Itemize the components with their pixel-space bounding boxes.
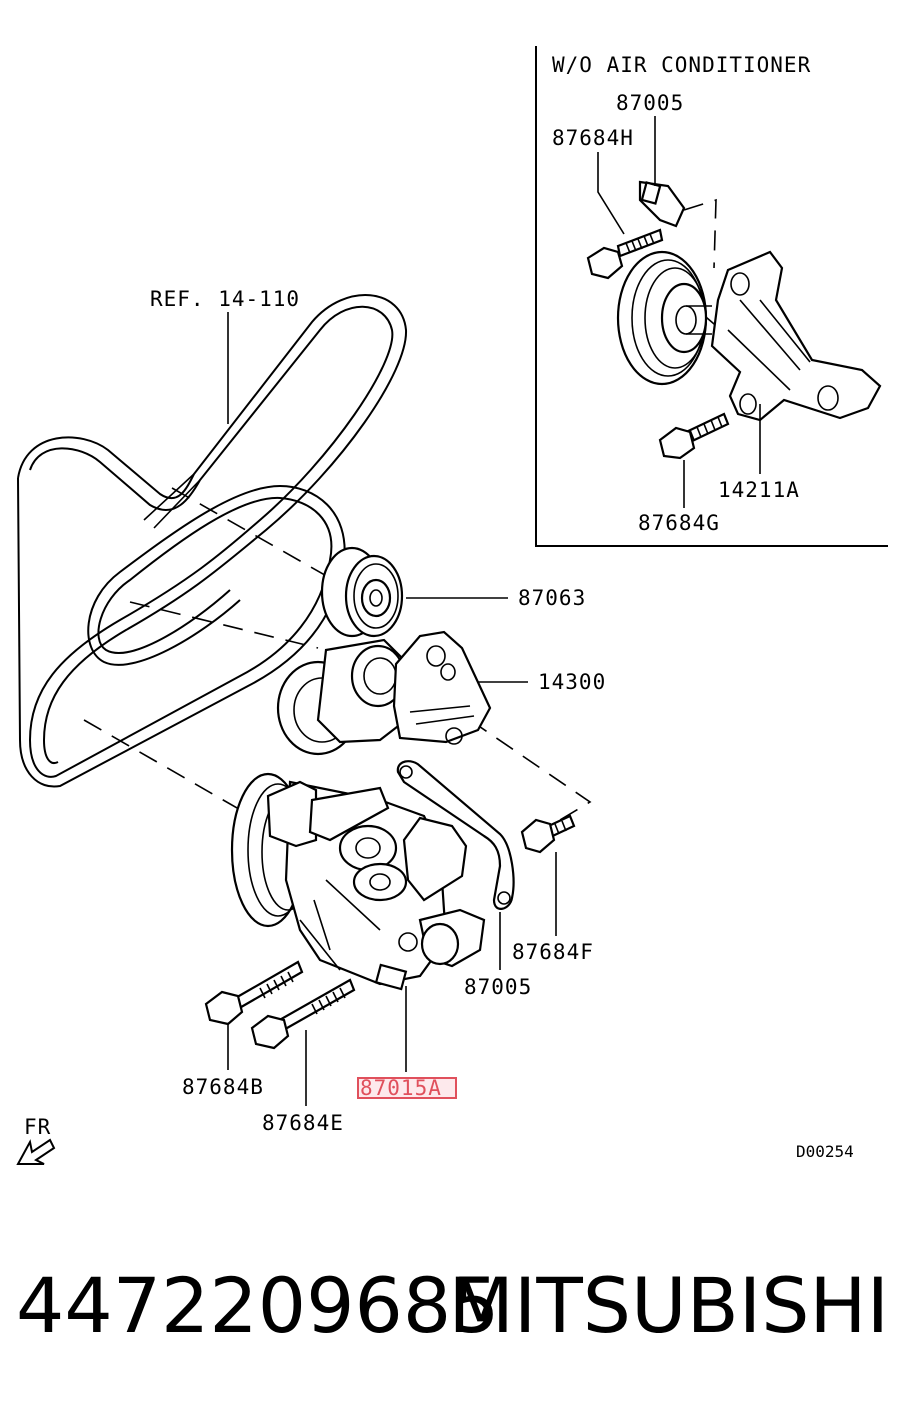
label-ref-14-110[interactable]: REF. 14-110 bbox=[150, 287, 300, 311]
part-number: 4472209685 bbox=[16, 1261, 500, 1350]
bracket-87005-small[interactable] bbox=[638, 180, 686, 228]
idler-pulley-87063[interactable] bbox=[320, 546, 404, 638]
bolt-87684G[interactable] bbox=[658, 412, 730, 460]
bolt-87684E[interactable] bbox=[250, 978, 356, 1050]
direction-label: FR bbox=[24, 1115, 51, 1139]
idler-pulley-inset[interactable] bbox=[616, 250, 712, 386]
label-87684G[interactable]: 87684G bbox=[638, 511, 720, 535]
label-87684E[interactable]: 87684E bbox=[262, 1111, 344, 1135]
highlight-87015A bbox=[357, 1077, 457, 1099]
ac-compressor-87015A[interactable] bbox=[230, 772, 486, 991]
bracket-87005-stay[interactable] bbox=[396, 760, 515, 910]
label-87005-mid[interactable]: 87005 bbox=[464, 975, 532, 999]
label-87684B[interactable]: 87684B bbox=[182, 1075, 264, 1099]
bolt-87684F[interactable] bbox=[520, 814, 576, 854]
label-87015A[interactable]: 87015A bbox=[360, 1076, 442, 1100]
label-87684H[interactable]: 87684H bbox=[552, 126, 634, 150]
drive-belt[interactable] bbox=[17, 294, 408, 788]
label-87063[interactable]: 87063 bbox=[518, 586, 586, 610]
bolt-87684H[interactable] bbox=[586, 228, 664, 280]
bracket-14211A[interactable] bbox=[710, 250, 882, 422]
label-87684F[interactable]: 87684F bbox=[512, 940, 594, 964]
inset-box: W/O AIR CONDITIONER 87005 87684H bbox=[535, 46, 888, 547]
brand-name: MITSUBISHI bbox=[448, 1261, 889, 1350]
front-arrow-icon bbox=[16, 1138, 56, 1165]
bolt-87684B[interactable] bbox=[204, 960, 304, 1026]
label-14300[interactable]: 14300 bbox=[538, 670, 606, 694]
inset-title: W/O AIR CONDITIONER bbox=[552, 53, 811, 77]
label-87005-top[interactable]: 87005 bbox=[616, 91, 684, 115]
belt-tensioner-14300[interactable] bbox=[276, 630, 492, 756]
drawing-code: D00254 bbox=[796, 1142, 854, 1161]
label-14211A[interactable]: 14211A bbox=[718, 478, 800, 502]
